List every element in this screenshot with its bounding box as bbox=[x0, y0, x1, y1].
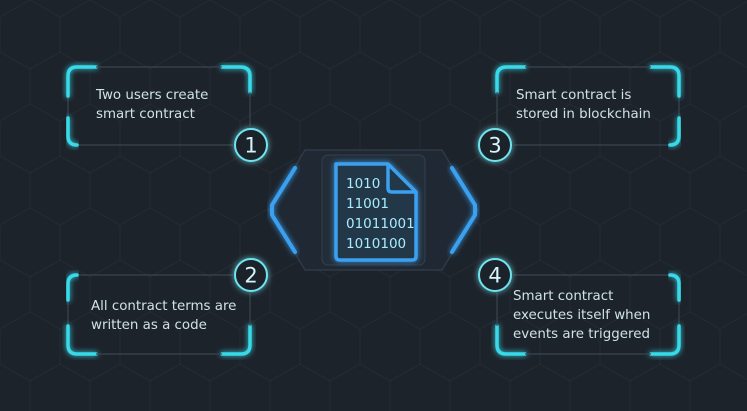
binary-line-1: 1010 bbox=[346, 176, 380, 192]
step-3-line-2: stored in blockchain bbox=[516, 107, 651, 122]
step-number-4: 4 bbox=[488, 264, 501, 288]
step-text-3: Smart contract is stored in blockchain bbox=[516, 86, 651, 124]
step-4-line-3: events are triggered bbox=[513, 327, 650, 342]
step-badge-2 bbox=[234, 258, 268, 292]
step-card-3: 3 bbox=[478, 65, 681, 162]
step-2-line-2: written as a code bbox=[91, 318, 207, 333]
binary-line-3: 01011001 bbox=[346, 216, 415, 232]
step-4-line-1: Smart contract bbox=[513, 289, 614, 304]
step-text-1: Two users create smart contract bbox=[96, 86, 208, 124]
step-number-2: 2 bbox=[244, 264, 257, 288]
step-3-line-1: Smart contract is bbox=[516, 88, 632, 103]
step-number-3: 3 bbox=[488, 134, 501, 158]
step-text-2: All contract terms are written as a code bbox=[91, 297, 236, 335]
step-card-1: 1 bbox=[66, 65, 268, 162]
step-badge-3 bbox=[478, 128, 512, 162]
document-icon bbox=[334, 162, 418, 262]
step-badge-4 bbox=[478, 258, 512, 292]
step-4-line-2: executes itself when bbox=[513, 308, 651, 323]
step-2-line-1: All contract terms are bbox=[91, 299, 237, 314]
step-1-line-1: Two users create bbox=[96, 88, 209, 103]
step-card-2: 2 bbox=[66, 258, 268, 356]
binary-line-2: 11001 bbox=[346, 196, 389, 212]
step-text-4: Smart contract executes itself when even… bbox=[513, 287, 650, 344]
binary-line-4: 1010100 bbox=[346, 236, 406, 252]
step-card-4: 4 bbox=[478, 258, 681, 356]
step-number-1: 1 bbox=[244, 134, 257, 158]
step-1-line-2: smart contract bbox=[96, 107, 195, 122]
step-badge-1 bbox=[234, 128, 268, 162]
